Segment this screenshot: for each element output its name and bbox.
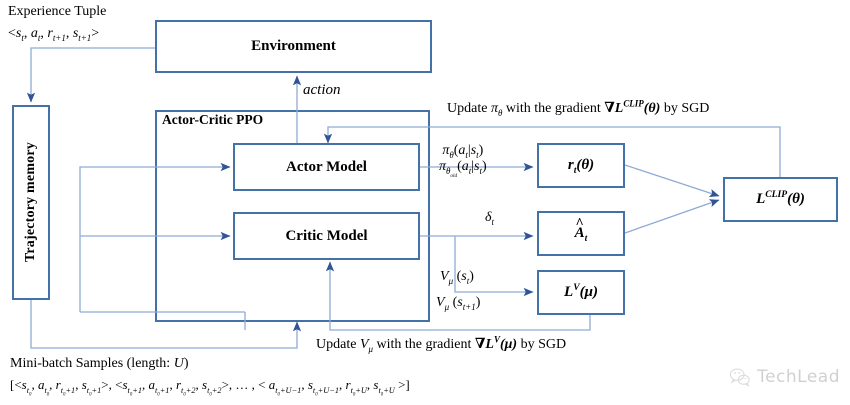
advantage-box[interactable]: ^At: [537, 211, 625, 256]
ratio-box-label: rt(θ): [567, 157, 595, 176]
update-policy-label: Update πθ with the gradient ∇LCLIP(θ) by…: [447, 98, 710, 118]
trajectory-memory-label: Trajectory memory: [23, 142, 38, 263]
environment-label: Environment: [251, 38, 336, 54]
value-loss-box[interactable]: LV(μ): [537, 270, 625, 315]
experience-tuple-label: Experience Tuple: [8, 4, 107, 19]
experience-tuple-expression: <st, at, rt+1, st+1>: [8, 26, 100, 43]
minibatch-expression: [<st0, at0, rt0+1, st0+1>, <st0+1, at0+1…: [10, 377, 410, 398]
critic-model-box[interactable]: Critic Model: [233, 212, 420, 260]
value-loss-box-label: LV(μ): [564, 282, 598, 300]
actor-model-label: Actor Model: [286, 158, 367, 175]
minibatch-label: Mini-batch Samples (length: U): [10, 356, 189, 371]
actor-model-box[interactable]: Actor Model: [233, 143, 420, 191]
value-st-label: Vμ (st): [440, 269, 474, 286]
policy-ratio-label: πθ(at|st) πθold(at|st): [439, 143, 487, 179]
watermark: TechLead: [729, 367, 840, 387]
trajectory-memory-box[interactable]: Trajectory memory: [12, 105, 50, 300]
ppo-group-label: Actor-Critic PPO: [160, 112, 266, 128]
watermark-brand: TechLead: [757, 367, 840, 387]
action-label: action: [303, 82, 341, 98]
environment-box[interactable]: Environment: [155, 20, 432, 73]
update-value-label: Update Vμ with the gradient ∇LV(μ) by SG…: [316, 334, 567, 354]
value-st1-label: Vμ (st+1): [436, 295, 481, 312]
critic-model-label: Critic Model: [285, 227, 368, 244]
td-error-label: δt: [485, 210, 495, 227]
clip-loss-box[interactable]: LCLIP(θ): [723, 177, 838, 222]
wechat-icon: [729, 368, 751, 387]
clip-loss-box-label: LCLIP(θ): [756, 189, 805, 207]
ratio-box[interactable]: rt(θ): [537, 143, 625, 188]
advantage-box-label: ^At: [574, 216, 588, 244]
